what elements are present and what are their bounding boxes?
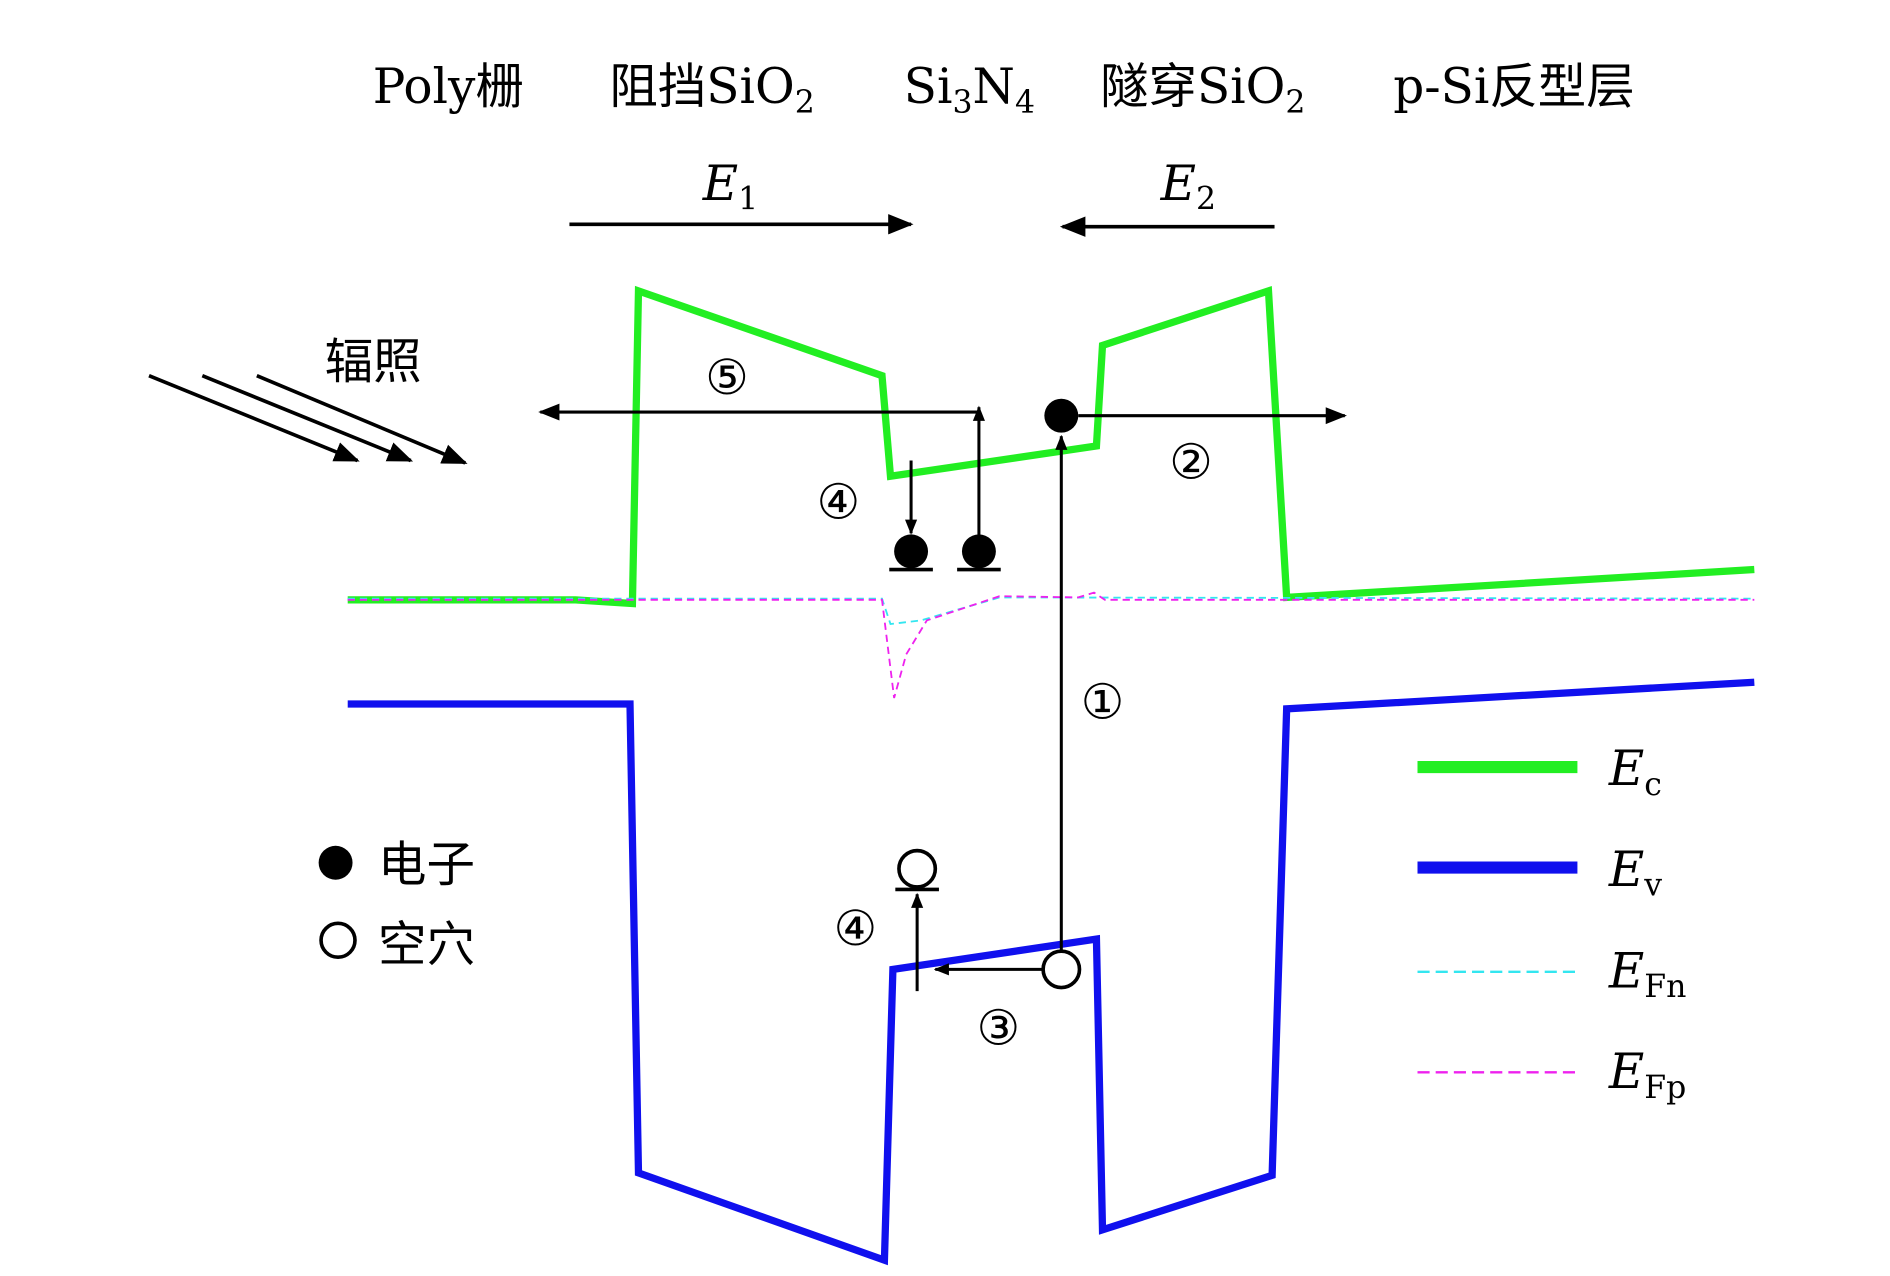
legend-ec-label: Ec [1608, 741, 1662, 803]
trapped-electron-icon [894, 534, 929, 569]
process-5-marker: ⑤ [705, 350, 748, 406]
process-3-marker: ③ [977, 1000, 1020, 1056]
valence-band-ev [347, 678, 1755, 1266]
legend: Ec Ev EFn EFp [1417, 741, 1687, 1106]
trapped-hole-icon [897, 848, 938, 889]
legend-electron-label: 电子 [378, 837, 475, 893]
layer-blocking-sio2: 阻挡SiO2 [609, 59, 814, 121]
hole-icon [1041, 949, 1082, 990]
layer-p-si-inversion: p-Si反型层 [1393, 59, 1634, 115]
legend-ev-label: Ev [1608, 842, 1662, 904]
electron-icon [1044, 398, 1079, 433]
legend-efn-label: EFn [1608, 944, 1687, 1006]
process-4-marker-hole: ④ [834, 901, 877, 957]
legend-hole-label: 空穴 [378, 917, 475, 973]
layer-tunnel-sio2: 隧穿SiO2 [1100, 59, 1305, 121]
trapped-electron-icon [961, 534, 996, 569]
layer-si3n4: Si3N4 [904, 59, 1035, 121]
process-1-marker: ① [1081, 675, 1124, 731]
field-e1-label: E1 [702, 156, 758, 218]
legend-efp-label: EFp [1608, 1044, 1686, 1106]
quasi-fermi-efp [347, 591, 1755, 699]
layer-poly-gate: Poly栅 [373, 59, 524, 115]
radiation-arrows-icon [148, 374, 468, 465]
legend-hole-icon [319, 921, 357, 960]
process-2-marker: ② [1169, 435, 1212, 491]
legend-electron-icon [318, 845, 353, 880]
conduction-band-ec [347, 285, 1755, 608]
process-4-marker-electron: ④ [817, 475, 860, 531]
radiation-label: 辐照 [325, 334, 422, 390]
quasi-fermi-efn [347, 596, 1755, 626]
field-e2-label: E2 [1160, 156, 1216, 218]
